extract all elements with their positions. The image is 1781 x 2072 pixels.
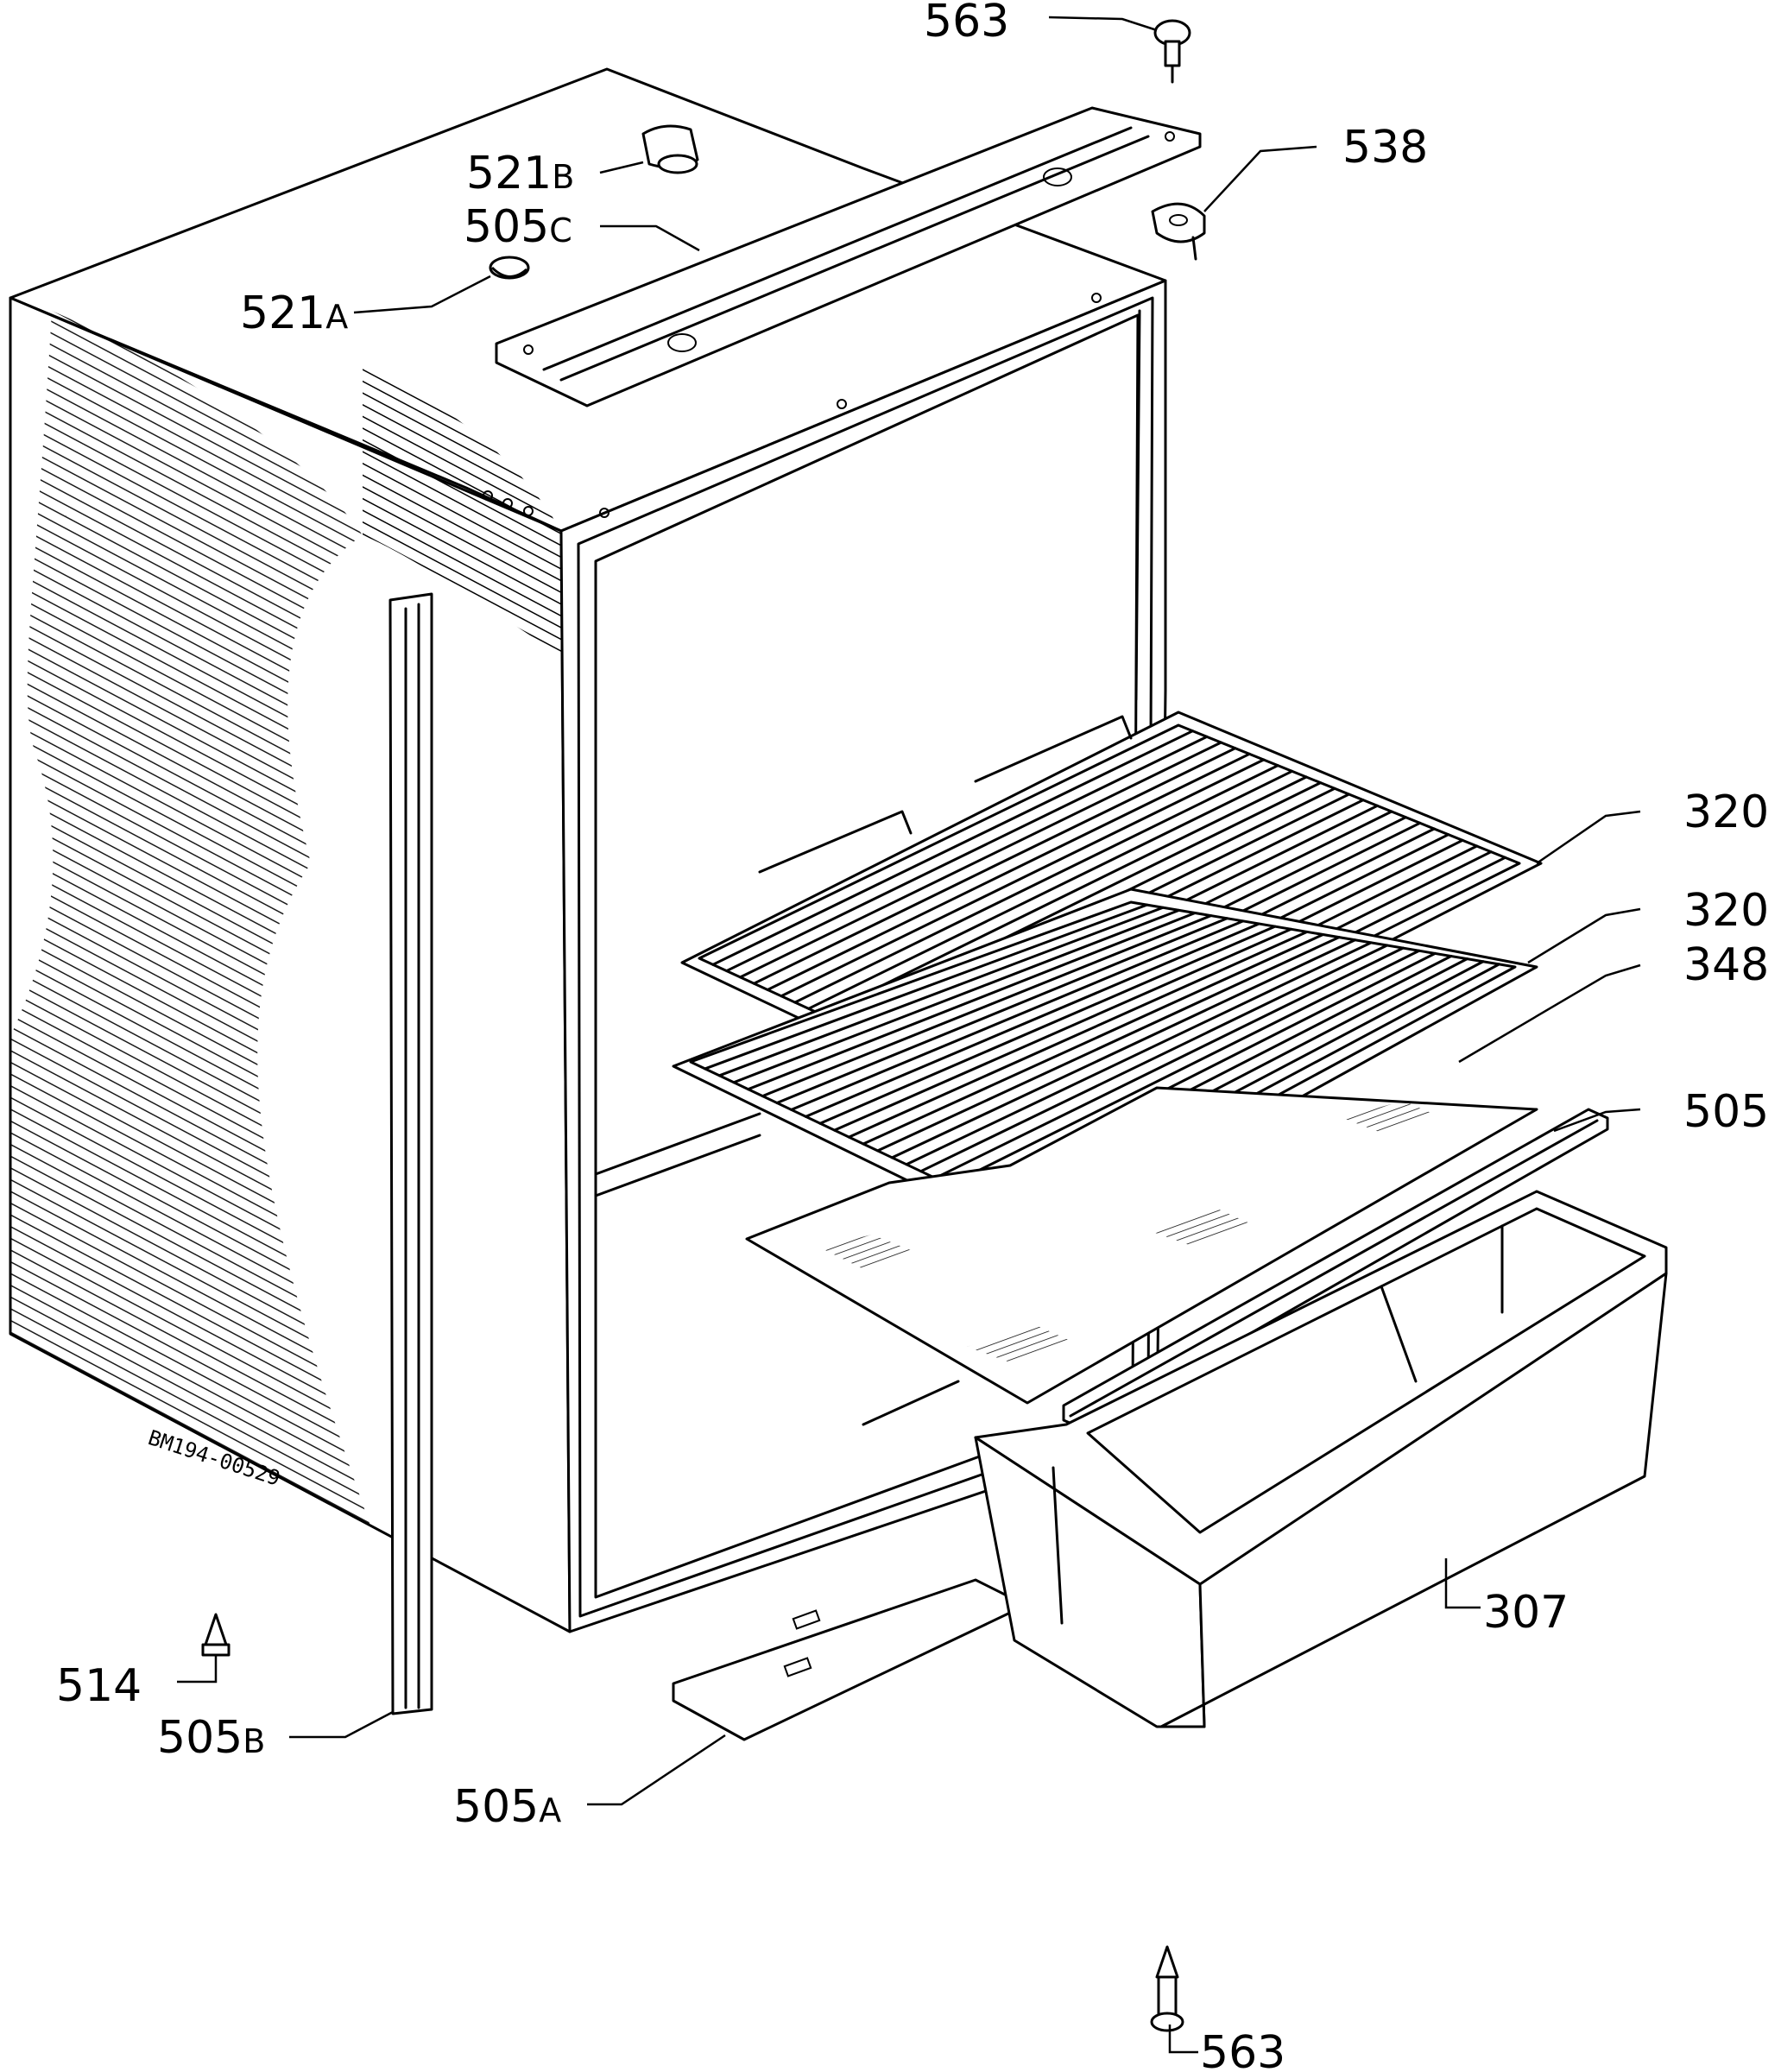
screw-hole — [502, 498, 513, 509]
callout-320-lower: 320 — [1683, 885, 1769, 937]
shelf-wire — [876, 936, 1341, 1153]
side-shading-top — [363, 363, 561, 656]
shelf-wire — [933, 946, 1405, 1180]
callout-563-top: 563 — [924, 0, 1009, 47]
shelf-wire — [704, 903, 1149, 1071]
shelf-wire — [766, 752, 1251, 991]
shelf-wire — [793, 764, 1279, 1004]
callout-320-upper: 320 — [1683, 786, 1769, 838]
front-bar-505 — [1062, 1108, 1609, 1431]
shelf-wire — [775, 917, 1228, 1104]
leader-lines — [177, 16, 1641, 2054]
callout-505c: 505C — [464, 201, 572, 253]
shelf-wire — [847, 930, 1309, 1139]
hinge-pin-538 — [1151, 202, 1206, 261]
hinge-strip-505b — [388, 592, 433, 1715]
inner-rail-2 — [594, 1134, 761, 1197]
screw-hole — [599, 508, 609, 518]
callout-538: 538 — [1342, 122, 1428, 174]
shelf-wire — [790, 919, 1245, 1111]
shelf-wire — [717, 906, 1165, 1077]
screw-hole — [483, 490, 493, 501]
callout-505: 505 — [1683, 1086, 1769, 1138]
callout-505b: 505B — [157, 1712, 265, 1764]
screw-563-bottom — [1150, 1945, 1184, 2032]
shelf-wire — [804, 922, 1260, 1118]
shelf-wire — [747, 912, 1197, 1091]
shelf-wire — [948, 949, 1421, 1186]
shelf-wire — [752, 747, 1237, 985]
glass-shelf-348 — [745, 1086, 1538, 1405]
screw-hole — [523, 506, 534, 516]
slot-hole — [667, 333, 697, 352]
side-shading — [10, 311, 371, 1528]
inner-rail-1 — [594, 1112, 761, 1176]
shelf-wire — [821, 775, 1308, 1017]
callout-514: 514 — [56, 1660, 142, 1712]
cap-521a — [489, 256, 530, 280]
crisper-drawer-307 — [974, 1190, 1668, 1728]
shelf-wire — [818, 925, 1277, 1125]
shelf-wire — [711, 730, 1194, 966]
shelf-wire — [905, 941, 1373, 1166]
shelf-wire — [862, 933, 1324, 1146]
slot-hole — [1043, 167, 1072, 186]
screw-hole — [837, 399, 847, 409]
callout-307: 307 — [1483, 1587, 1569, 1639]
callout-521b: 521B — [466, 148, 574, 199]
shelf-wire — [725, 735, 1209, 973]
screw-563-top — [1153, 19, 1191, 84]
shelf-wire — [807, 769, 1294, 1010]
callout-563-bottom: 563 — [1200, 2027, 1285, 2072]
bottom-plate-505a — [672, 1578, 1012, 1741]
inner-edge — [1134, 309, 1141, 701]
callout-348: 348 — [1683, 939, 1769, 991]
plug-514 — [201, 1613, 231, 1657]
cap-521b — [641, 124, 699, 174]
shelf-wire — [919, 944, 1389, 1173]
shelf-wire — [833, 927, 1292, 1132]
inner-rail-3 — [862, 1380, 960, 1426]
screw-hole — [1091, 293, 1102, 303]
shelf-wire — [890, 938, 1357, 1159]
callout-521a: 521A — [240, 287, 348, 339]
shelf-wire — [739, 741, 1222, 979]
hinge-strip-body — [388, 592, 433, 1715]
top-strip-body — [495, 106, 1202, 407]
callout-505a: 505A — [453, 1781, 561, 1833]
top-strip-505c — [495, 106, 1202, 407]
callouts: 563 521B 505C 521A 538 320 320 348 505 3… — [56, 0, 1769, 2072]
shelf-wire — [732, 908, 1181, 1084]
shelf-wire — [761, 914, 1213, 1098]
shelf-wire — [780, 758, 1266, 998]
